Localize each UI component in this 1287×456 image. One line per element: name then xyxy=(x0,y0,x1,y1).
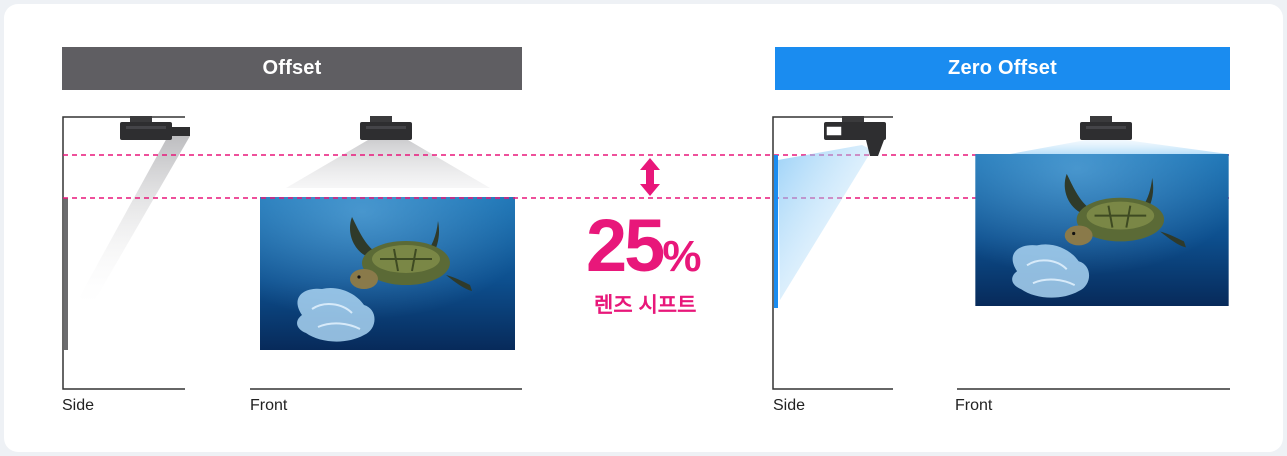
offset-banner-title: Offset xyxy=(262,57,322,79)
zero-offset-side-view xyxy=(772,116,893,390)
offset-front-turtle-image xyxy=(260,197,515,350)
offset-front-label: Front xyxy=(250,397,288,414)
zero-offset-front-turtle-image xyxy=(975,154,1229,306)
zero-offset-front-label: Front xyxy=(955,397,993,414)
offset-side-label: Side xyxy=(62,397,95,414)
zero-offset-banner-title: Zero Offset xyxy=(948,57,1057,79)
zero-offset-side-label: Side xyxy=(773,397,806,414)
lens-shift-caption: 렌즈 시프트 xyxy=(594,294,697,317)
lens-shift-unit: % xyxy=(662,232,702,281)
zero-offset-front-projector-icon xyxy=(1080,116,1132,140)
offset-banner: Offset xyxy=(62,47,522,90)
zero-offset-front-view xyxy=(957,116,1230,390)
offset-side-view xyxy=(62,116,190,390)
offset-front-view xyxy=(250,116,522,390)
zero-offset-banner: Zero Offset xyxy=(775,47,1230,90)
zero-offset-side-projector-icon xyxy=(824,116,886,156)
double-arrow-vertical-icon xyxy=(640,158,660,196)
lens-shift-percentage: 25% xyxy=(586,206,726,297)
lens-shift-value: 25 xyxy=(586,204,665,287)
offset-side-projector-icon xyxy=(120,116,190,140)
offset-front-projector-icon xyxy=(360,116,412,140)
